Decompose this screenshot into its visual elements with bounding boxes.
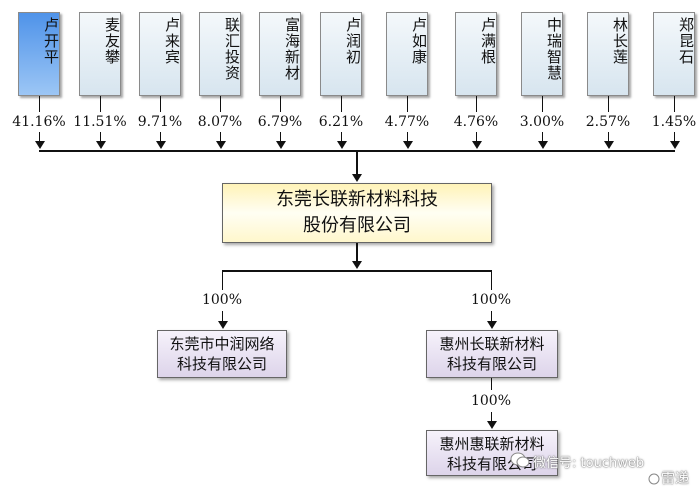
connector-line xyxy=(160,96,161,112)
shareholder-pct-6: 4.77% xyxy=(384,114,430,130)
shareholder-box-10: 郑昆石 xyxy=(653,12,695,96)
connector-line xyxy=(491,272,492,290)
shareholder-name-10: 郑昆石 xyxy=(677,17,695,65)
connector-line xyxy=(100,96,101,112)
shareholder-box-9: 林长莲 xyxy=(587,12,629,96)
right-sub-line2: 科技有限公司 xyxy=(446,355,537,373)
connector-line xyxy=(160,132,161,142)
arrow-down-icon xyxy=(487,421,497,429)
connector-line xyxy=(280,132,281,142)
shareholder-box-7: 卢满根 xyxy=(455,12,497,96)
connector-line xyxy=(491,378,492,390)
left-subsidiary-box: 东莞市中润网络 科技有限公司 xyxy=(157,330,287,378)
arrow-down-icon xyxy=(35,141,45,149)
shareholder-pct-5: 6.21% xyxy=(318,114,364,130)
left-sub-line1: 东莞市中润网络 xyxy=(169,335,275,353)
shareholder-name-7: 卢满根 xyxy=(479,17,497,65)
connector-line xyxy=(476,96,477,112)
brand-logo-icon xyxy=(648,470,660,485)
arrow-down-icon xyxy=(472,141,482,149)
connector-line xyxy=(222,272,223,290)
left-sub-pct: 100% xyxy=(201,292,243,308)
shareholder-pct-8: 3.00% xyxy=(519,114,565,130)
main-company-box: 东莞长联新材料科技 股份有限公司 xyxy=(222,183,492,243)
connector-line xyxy=(674,132,675,142)
right-sub-pct: 100% xyxy=(470,292,512,308)
shareholder-box-2: 卢来宾 xyxy=(139,12,181,96)
arrow-down-icon xyxy=(352,261,362,269)
wechat-icon xyxy=(510,452,530,468)
connector-line xyxy=(476,132,477,142)
shareholder-box-3: 联汇投资 xyxy=(199,12,241,96)
connector-line xyxy=(542,132,543,142)
connector-line xyxy=(39,132,40,142)
split-line xyxy=(222,270,492,272)
connector-line xyxy=(542,96,543,112)
shareholder-pct-0: 41.16% xyxy=(12,114,66,130)
connector-line xyxy=(491,311,492,321)
shareholder-name-2: 卢来宾 xyxy=(163,17,181,65)
arrow-down-icon xyxy=(403,141,413,149)
arrow-down-icon xyxy=(352,174,362,182)
shareholder-pct-1: 11.51% xyxy=(73,114,127,130)
connector-line xyxy=(674,96,675,112)
left-sub-line2: 科技有限公司 xyxy=(176,355,267,373)
arrow-down-icon xyxy=(276,141,286,149)
connector-line xyxy=(356,243,358,261)
connector-line xyxy=(608,96,609,112)
bus-line xyxy=(39,150,675,152)
shareholder-name-3: 联汇投资 xyxy=(223,17,241,81)
shareholder-name-1: 麦友攀 xyxy=(103,17,121,65)
shareholder-box-6: 卢如康 xyxy=(386,12,428,96)
shareholder-box-1: 麦友攀 xyxy=(79,12,121,96)
shareholder-name-4: 富海新材 xyxy=(283,17,301,81)
arrow-down-icon xyxy=(218,321,228,329)
arrow-down-icon xyxy=(337,141,347,149)
shareholder-name-0: 卢开平 xyxy=(42,17,60,65)
connector-line xyxy=(280,96,281,112)
shareholder-pct-3: 8.07% xyxy=(197,114,243,130)
right-sub-line1: 惠州长联新材料 xyxy=(439,335,545,353)
connector-line xyxy=(220,96,221,112)
arrow-down-icon xyxy=(538,141,548,149)
connector-line xyxy=(100,132,101,142)
shareholder-pct-2: 9.71% xyxy=(137,114,183,130)
arrow-down-icon xyxy=(670,141,680,149)
bottom-sub-pct: 100% xyxy=(470,393,512,409)
connector-line xyxy=(407,132,408,142)
shareholder-name-6: 卢如康 xyxy=(410,17,428,65)
connector-line xyxy=(491,412,492,422)
shareholder-pct-4: 6.79% xyxy=(257,114,303,130)
shareholder-name-9: 林长莲 xyxy=(611,17,629,65)
shareholder-box-8: 中瑞智慧 xyxy=(521,12,563,96)
shareholder-box-0: 卢开平 xyxy=(18,12,60,96)
arrow-down-icon xyxy=(487,321,497,329)
connector-line xyxy=(356,152,358,174)
shareholder-box-4: 富海新材 xyxy=(259,12,301,96)
shareholder-pct-7: 4.76% xyxy=(453,114,499,130)
watermark-text: 微信号: touchweb xyxy=(533,456,645,471)
shareholder-pct-10: 1.45% xyxy=(651,114,697,130)
bottom-sub-line1: 惠州惠联新材料 xyxy=(439,435,545,453)
connector-line xyxy=(222,311,223,321)
shareholder-name-5: 卢润初 xyxy=(344,17,362,65)
connector-line xyxy=(341,132,342,142)
shareholder-name-8: 中瑞智慧 xyxy=(545,17,563,81)
arrow-down-icon xyxy=(604,141,614,149)
connector-line xyxy=(220,132,221,142)
connector-line xyxy=(341,96,342,112)
connector-line xyxy=(407,96,408,112)
shareholder-pct-9: 2.57% xyxy=(585,114,631,130)
shareholder-box-5: 卢润初 xyxy=(320,12,362,96)
right-subsidiary-box: 惠州长联新材料 科技有限公司 xyxy=(426,330,558,378)
watermark-brand: 雷递 xyxy=(661,471,689,487)
arrow-down-icon xyxy=(216,141,226,149)
main-company-line2: 股份有限公司 xyxy=(303,215,411,236)
connector-line xyxy=(608,132,609,142)
main-company-line1: 东莞长联新材料科技 xyxy=(276,189,438,210)
arrow-down-icon xyxy=(96,141,106,149)
arrow-down-icon xyxy=(156,141,166,149)
connector-line xyxy=(39,96,40,112)
